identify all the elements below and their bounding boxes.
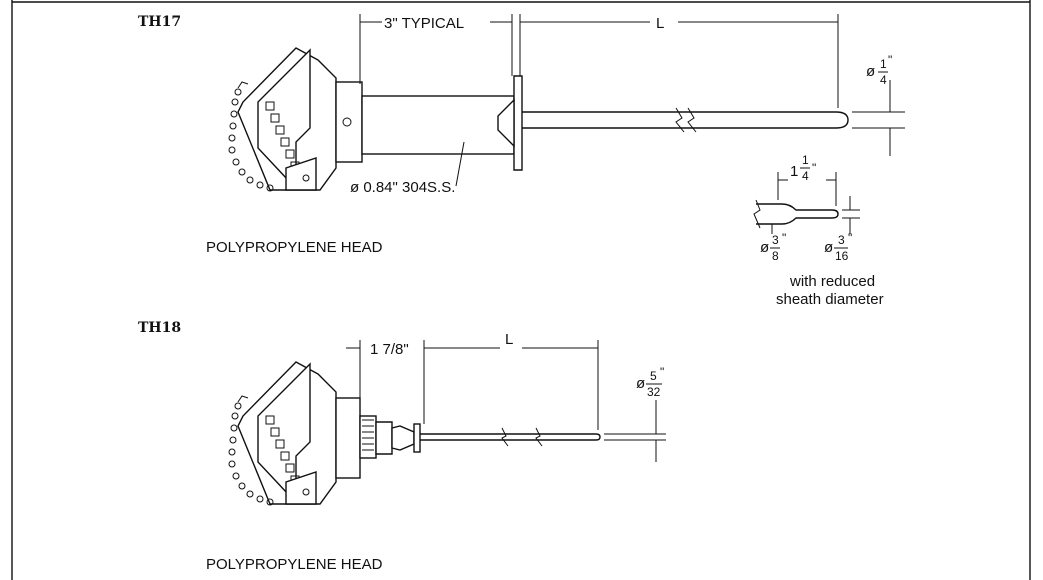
reduced-dia-b-phi: ø	[824, 239, 833, 256]
reduced-dia-b-mark: "	[848, 231, 852, 245]
th18-connection-head	[228, 361, 337, 506]
th17-sheath-leader	[455, 141, 465, 187]
th17-neck-block	[335, 81, 363, 163]
th17-screw-icon	[342, 117, 352, 127]
th18-hex-nut	[375, 421, 393, 455]
th17-sheath-note: ø 0.84" 304S.S.	[350, 179, 455, 196]
reduced-dia-a-numerator: 3	[772, 233, 779, 247]
th18-break-mark-b	[535, 427, 543, 447]
th18-neck-block	[335, 397, 361, 479]
th18-dia-numerator: 5	[650, 369, 657, 383]
reduced-dia-b-denominator: 16	[835, 249, 849, 263]
reduced-length-denominator: 4	[802, 169, 809, 183]
th18-ferrule	[413, 423, 421, 453]
th17-dia-denominator: 4	[880, 73, 887, 87]
th17-break-mark-a	[675, 107, 685, 133]
th17-model-label: TH17	[138, 14, 181, 30]
reduced-dia-b-numerator: 3	[838, 233, 845, 247]
th18-dia-mark: "	[660, 365, 664, 379]
reduced-dia-a-mark: "	[782, 231, 786, 245]
th18-model-label: TH18	[138, 320, 181, 336]
th18-length-label: L	[505, 331, 513, 348]
th17-extension-tube	[361, 95, 515, 155]
th17-head-label: POLYPROPYLENE HEAD	[206, 239, 383, 256]
th17-dia-phi: ø	[866, 63, 875, 80]
reduced-length-whole: 1	[790, 163, 798, 180]
reduced-dia-a-phi: ø	[760, 239, 769, 256]
reduced-length-numerator: 1	[802, 153, 809, 167]
th18-break-mark-a	[501, 427, 509, 447]
th17-flange	[513, 75, 523, 171]
th18-probe-sheath	[420, 433, 601, 441]
th17-typical-dimension: 3" TYPICAL	[384, 15, 464, 32]
th17-flange-taper	[497, 98, 515, 148]
th18-head-label: POLYPROPYLENE HEAD	[206, 556, 383, 573]
th18-fitting-dimension: 1 7/8"	[370, 341, 409, 358]
th18-dia-phi: ø	[636, 375, 645, 392]
th17-reduced-sheath-detail	[753, 172, 860, 234]
reduced-note-line2: sheath diameter	[776, 291, 884, 308]
reduced-length-mark: "	[812, 161, 816, 175]
th17-dia-mark: "	[888, 53, 892, 67]
reduced-dia-a-denominator: 8	[772, 249, 779, 263]
th17-probe-sheath	[522, 111, 849, 129]
th17-length-label: L	[656, 15, 664, 32]
th17-break-mark-b	[687, 107, 697, 133]
th17-connection-head	[228, 47, 337, 192]
th18-compression-body	[391, 425, 415, 451]
th17-dia-numerator: 1	[880, 57, 887, 71]
th18-thread-fitting	[359, 415, 377, 459]
reduced-note-line1: with reduced	[789, 273, 875, 290]
th18-dia-denominator: 32	[647, 385, 661, 399]
